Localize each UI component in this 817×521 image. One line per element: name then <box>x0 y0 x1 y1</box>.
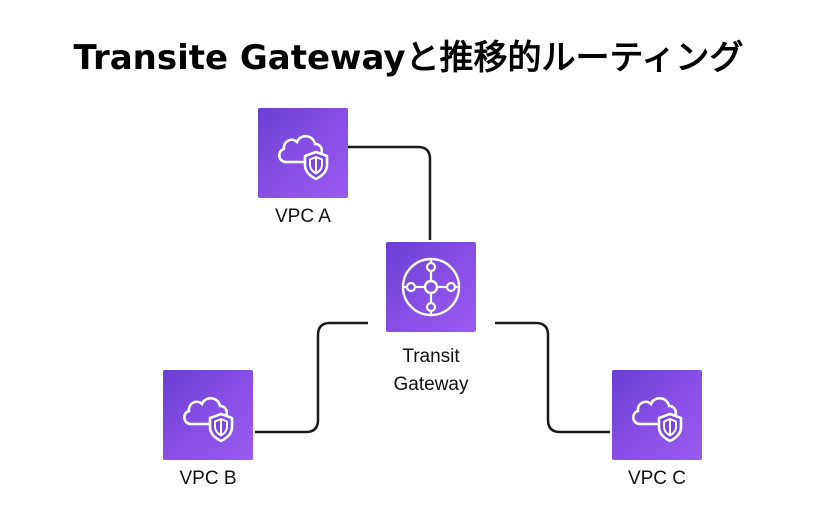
transit-gateway-label-line1: Transit <box>402 346 460 367</box>
vpc-a-node[interactable] <box>258 108 348 198</box>
vpc-c-label: VPC C <box>627 468 687 489</box>
connector-tgw-to-vpc-c <box>495 321 610 434</box>
transit-gateway-label-line2: Gateway <box>393 374 469 395</box>
vpc-b-label: VPC B <box>179 468 237 489</box>
vpc-cloud-shield-icon <box>183 396 234 443</box>
vpc-cloud-shield-icon <box>278 134 329 181</box>
vpc-c-node[interactable] <box>612 370 702 460</box>
vpc-b-node[interactable] <box>163 370 253 460</box>
page-title: Transite Gatewayと推移的ルーティング <box>73 38 744 78</box>
connector-tgw-to-vpc-b <box>255 321 368 434</box>
transit-gateway-hub-icon <box>401 257 461 317</box>
transit-gateway-node[interactable] <box>386 242 476 332</box>
vpc-a-label: VPC A <box>275 206 331 227</box>
vpc-cloud-shield-icon <box>632 396 683 443</box>
connector-vpc-a-to-tgw <box>348 145 432 240</box>
transit-gateway-label: Transit Gateway <box>381 343 481 399</box>
